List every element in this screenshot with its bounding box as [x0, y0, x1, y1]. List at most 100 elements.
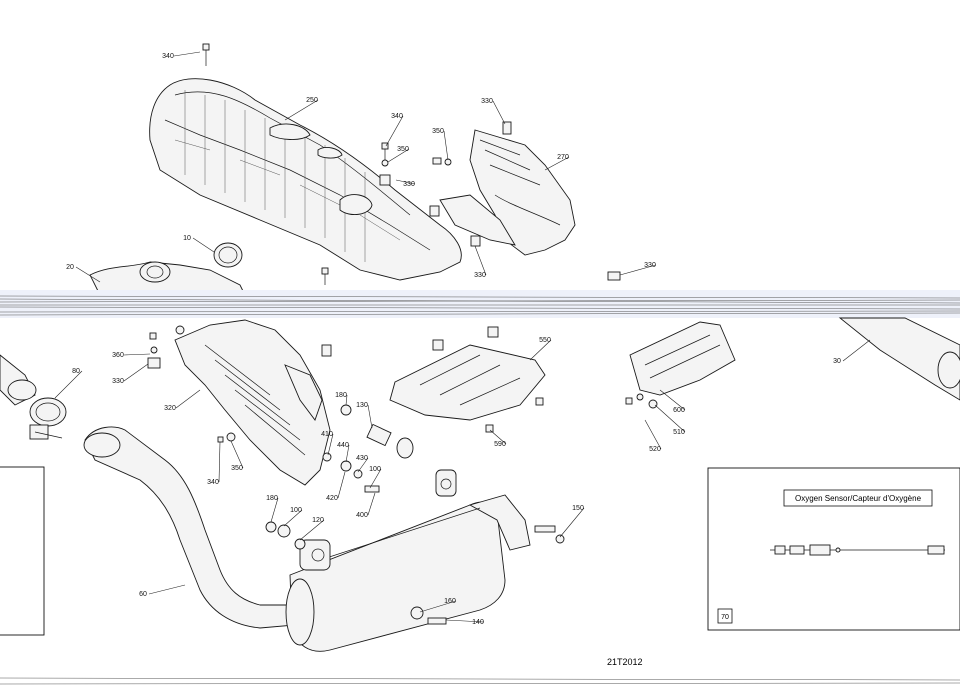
heat-shield-320	[174, 319, 331, 486]
callout-label: 150	[572, 505, 584, 512]
heat-shield-250	[149, 78, 462, 281]
callout-leader	[173, 51, 201, 57]
callout-leader	[75, 266, 101, 283]
left-inset-box	[0, 466, 45, 636]
callout-label: 510	[673, 429, 685, 436]
callout-leader	[529, 339, 552, 361]
oxygen-sensor-part	[770, 544, 945, 556]
callout-label: 160	[444, 598, 456, 605]
callout-leader	[367, 492, 376, 516]
front-pipe-60	[83, 426, 296, 629]
oxygen-sensor-inset: Oxygen Sensor/Capteur d'Oxygène 70	[707, 467, 960, 631]
pipe-left-fragment	[0, 354, 37, 406]
callout-leader	[230, 440, 244, 469]
muffler	[265, 469, 565, 652]
callout-leader	[489, 429, 507, 445]
callout-label: 340	[207, 479, 219, 486]
callout-leader	[385, 115, 404, 147]
callout-label: 180	[335, 392, 347, 399]
callout-label: 330	[644, 262, 656, 269]
callout-label: 330	[474, 272, 486, 279]
callout-leader	[283, 509, 303, 527]
callout-leader	[395, 179, 416, 185]
fasteners-mid	[147, 325, 414, 493]
callout-label: 410	[321, 431, 333, 438]
callout-leader	[659, 389, 686, 411]
tail-pipe-30	[838, 317, 960, 401]
callout-label: 350	[432, 128, 444, 135]
callout-label: 80	[72, 368, 80, 375]
callout-label: 420	[326, 495, 338, 502]
inset-part-number-box	[717, 608, 733, 624]
callout-leader	[345, 444, 350, 463]
callout-leader	[123, 363, 149, 382]
callout-leader	[443, 130, 449, 161]
callout-leader	[327, 433, 334, 456]
callout-leader	[842, 339, 871, 362]
callout-label: 590	[494, 441, 506, 448]
callout-leader	[270, 497, 279, 523]
callout-label: 120	[312, 517, 324, 524]
callout-label: 330	[112, 378, 124, 385]
callout-leader	[369, 468, 382, 489]
scan-noise-band	[0, 290, 960, 318]
callout-leader	[218, 441, 221, 483]
callout-label: 340	[162, 53, 174, 60]
callout-labels: 340 250 340 350 350 330 330 270 330 330 10 20 550 30 6…	[66, 53, 841, 626]
callout-label: 30	[833, 358, 841, 365]
callout-label: 550	[539, 337, 551, 344]
callout-label: 100	[369, 466, 381, 473]
callout-leader	[474, 245, 487, 276]
callout-leaders	[54, 51, 871, 623]
callout-leader	[357, 457, 369, 473]
callout-leader	[619, 264, 657, 276]
callout-leader	[559, 507, 585, 538]
callout-leader	[644, 419, 662, 450]
callout-leader	[544, 156, 570, 171]
callout-leader	[492, 100, 506, 125]
diagram-reference-code: 21T2012	[607, 657, 643, 667]
callout-leader	[284, 99, 319, 121]
callout-label: 400	[356, 512, 368, 519]
callout-label: 520	[649, 446, 661, 453]
callout-leader	[654, 404, 686, 433]
callout-label: 600	[673, 407, 685, 414]
callout-label: 330	[481, 98, 493, 105]
callout-label: 20	[66, 264, 74, 271]
callout-label: 430	[356, 455, 368, 462]
sensor-label: Oxygen Sensor/Capteur d'Oxygène	[795, 494, 922, 503]
callout-leader	[175, 389, 201, 409]
callout-label: 100	[290, 507, 302, 514]
heat-shield-600	[625, 321, 736, 409]
callout-label: 320	[164, 405, 176, 412]
callout-label: 60	[139, 591, 147, 598]
callout-leader	[387, 148, 410, 163]
callout-label: 340	[391, 113, 403, 120]
callout-label: 180	[266, 495, 278, 502]
callout-label: 330	[403, 181, 415, 188]
callout-label: 350	[397, 146, 409, 153]
callout-leader	[192, 237, 215, 253]
heat-shield-270	[439, 129, 576, 256]
callout-leader	[367, 404, 373, 429]
callout-label: 130	[356, 402, 368, 409]
callout-leader	[337, 471, 346, 499]
callout-leader	[345, 394, 348, 406]
callout-label: 270	[557, 154, 569, 161]
callout-leader	[445, 619, 485, 623]
callout-label: 360	[112, 352, 124, 359]
callout-label: 250	[306, 97, 318, 104]
callout-leader	[123, 353, 151, 356]
callout-leader	[299, 519, 325, 541]
inset-part-number: 70	[721, 614, 729, 621]
scan-noise-bottom	[0, 677, 960, 685]
bracket-550	[389, 326, 546, 433]
manifold-20	[89, 261, 246, 296]
callout-label: 10	[183, 235, 191, 242]
callout-leader	[148, 584, 186, 595]
callout-label: 350	[231, 465, 243, 472]
clamp-80	[29, 397, 67, 440]
gasket-10	[213, 242, 243, 268]
